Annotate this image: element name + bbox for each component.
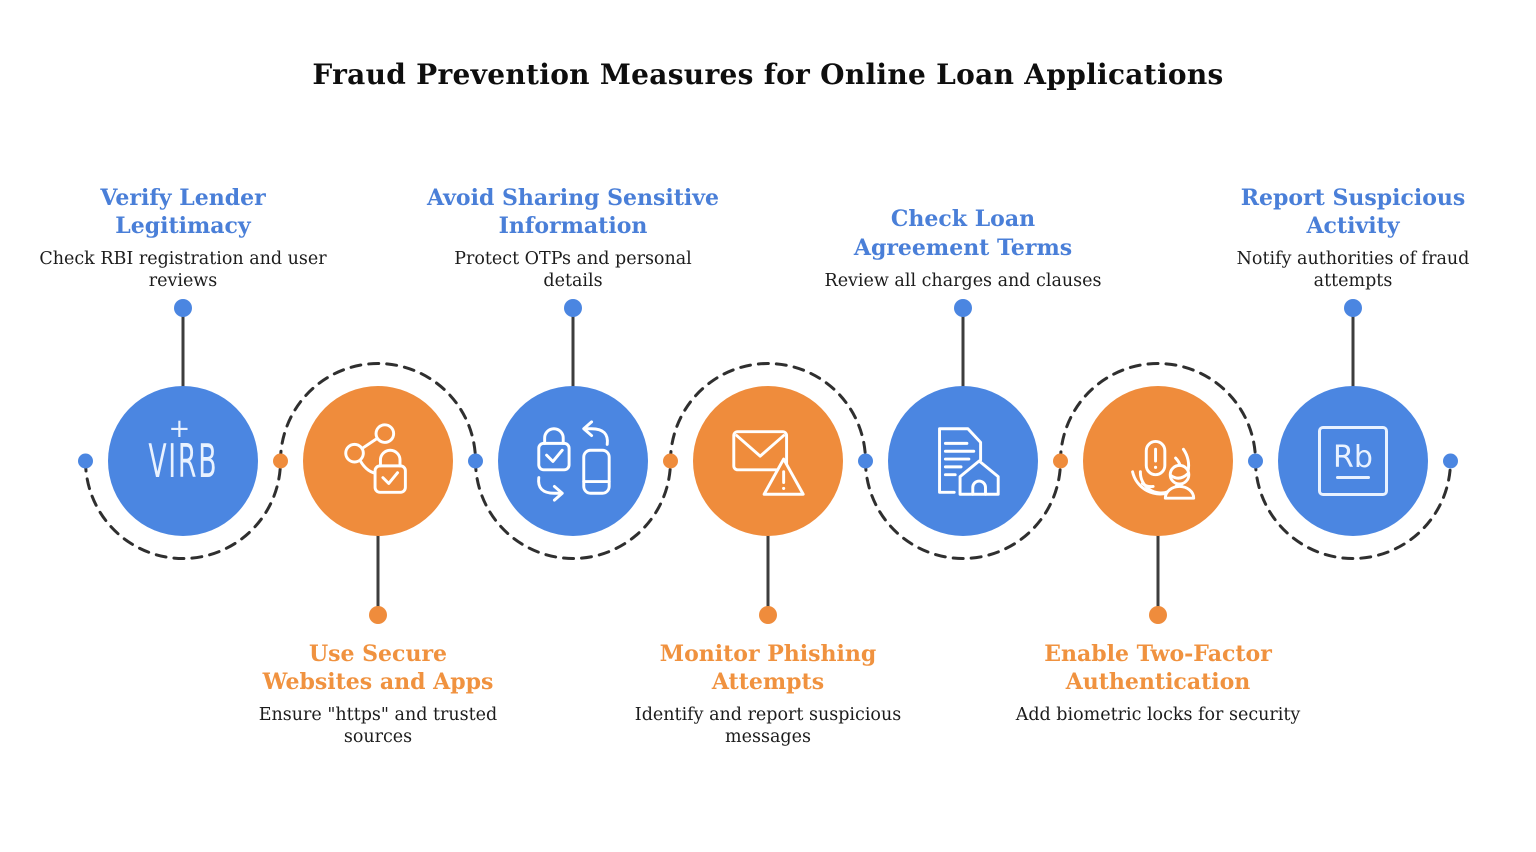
virb-logo: + VIRB <box>148 414 218 488</box>
step-6-circle <box>1083 386 1233 536</box>
rb-logo-underline <box>1336 476 1370 479</box>
loan-document-house-icon <box>938 427 1000 496</box>
step-7-title: Report Suspicious Activity <box>1240 185 1466 240</box>
step-2-label: Use Secure Websites and Apps Ensure "htt… <box>218 640 538 748</box>
stem-end-dots <box>174 299 1362 624</box>
step-5-circle <box>888 386 1038 536</box>
serpentine-dashed-path <box>84 362 1452 560</box>
step-4-label: Monitor Phishing Attempts Identify and r… <box>608 640 928 748</box>
step-6-description: Add biometric locks for security <box>1015 705 1301 726</box>
phishing-mail-warning-icon <box>732 430 805 496</box>
connector-dots <box>78 453 1458 469</box>
label-stems <box>181 309 1355 614</box>
step-2-description: Ensure "https" and trusted sources <box>258 705 498 747</box>
step-7-label: Report Suspicious Activity Notify author… <box>1193 140 1513 292</box>
rb-logo: Rb <box>1318 426 1388 496</box>
step-3-circle <box>498 386 648 536</box>
step-4-description: Identify and report suspicious messages <box>634 705 902 747</box>
step-3-title: Avoid Sharing Sensitive Information <box>426 185 720 240</box>
step-1-circle: + VIRB <box>108 386 258 536</box>
step-5-description: Review all charges and clauses <box>824 270 1102 291</box>
step-3-label: Avoid Sharing Sensitive Information Prot… <box>413 140 733 292</box>
step-5-title: Check Loan Agreement Terms <box>853 206 1073 261</box>
fingerprint-person-icon <box>1131 439 1196 500</box>
step-7-description: Notify authorities of fraud attempts <box>1236 249 1470 291</box>
step-1-label: Verify Lender Legitimacy Check RBI regis… <box>23 140 343 292</box>
step-1-description: Check RBI registration and user reviews <box>39 249 327 291</box>
step-2-title: Use Secure Websites and Apps <box>262 641 494 696</box>
page-title: Fraud Prevention Measures for Online Loa… <box>312 58 1224 91</box>
otp-exchange-icon <box>537 420 611 502</box>
step-3-description: Protect OTPs and personal details <box>454 249 692 291</box>
step-6-label: Enable Two-Factor Authentication Add bio… <box>998 640 1318 727</box>
secure-share-lock-icon <box>344 423 407 494</box>
step-1-title: Verify Lender Legitimacy <box>100 185 266 240</box>
step-5-label: Check Loan Agreement Terms Review all ch… <box>803 140 1123 292</box>
step-6-title: Enable Two-Factor Authentication <box>1044 641 1272 696</box>
step-2-circle <box>303 386 453 536</box>
step-4-circle <box>693 386 843 536</box>
step-4-title: Monitor Phishing Attempts <box>659 641 877 696</box>
step-7-circle: Rb <box>1278 386 1428 536</box>
